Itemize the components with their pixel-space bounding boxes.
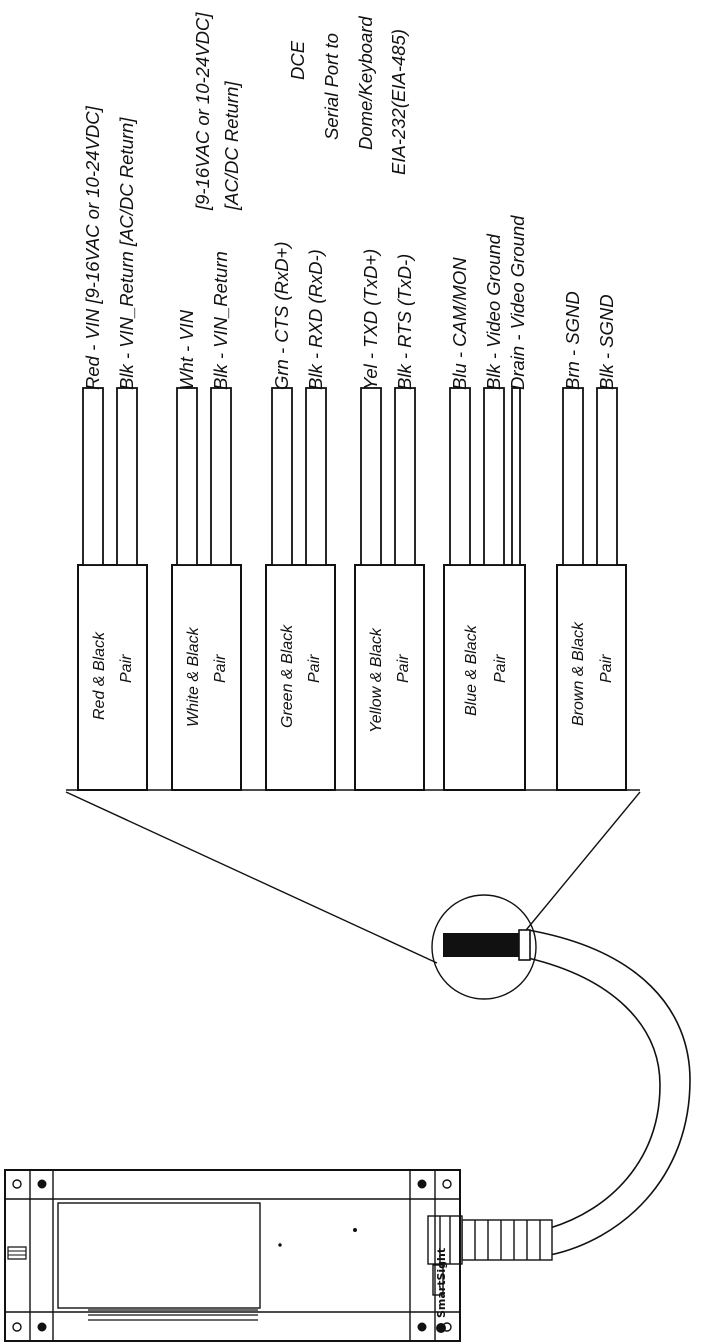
side-notes: [9-16VAC or 10-24VDC] [AC/DC Return] DCE… (192, 12, 409, 211)
pair-boxes (77, 564, 627, 791)
note-dce: DCE (287, 40, 308, 80)
pair-white-label-1: White & Black (185, 626, 202, 727)
pair-box-yellow (354, 564, 425, 791)
wire-red (82, 387, 104, 566)
cable (527, 929, 691, 1256)
wire-label-wht: Wht - VIN (176, 309, 197, 390)
note-power-return: [AC/DC Return] (221, 81, 242, 211)
logo-mark-icon (436, 1323, 446, 1333)
pair-blue-label-1: Blue & Black (463, 624, 480, 716)
device (4, 1169, 461, 1342)
device-panel (57, 1202, 261, 1309)
wire-label-drain: Drain - Video Ground (507, 215, 528, 390)
wire-wht-blk (210, 387, 232, 566)
pair-red-label-1: Red & Black (91, 631, 108, 720)
zoom-callout (65, 789, 641, 1000)
magnifier-circle (431, 894, 537, 1000)
device-logo: SmartSight (435, 1248, 448, 1318)
pair-blue-label-2: Pair (492, 654, 509, 683)
cable-end-sleeve (518, 929, 531, 961)
pair-box-blue (443, 564, 526, 791)
pair-green-label-1: Green & Black (279, 624, 296, 728)
zoom-line-right (521, 791, 641, 936)
pair-box-green (265, 564, 336, 791)
pair-white-label-2: Pair (212, 654, 229, 683)
wire-label-yel: Yel - TXD (TxD+) (360, 249, 381, 390)
wire-label-yel-blk: Blk - RTS (TxD-) (394, 254, 415, 390)
zoom-line-left (65, 791, 438, 964)
wire-label-wht-blk: Blk - VIN_Return (210, 251, 231, 390)
wire-label-brn-blk: Blk - SGND (596, 294, 617, 390)
pair-yellow-label-1: Yellow & Black (368, 627, 385, 733)
wire-brn-blk (596, 387, 618, 566)
wire-wht (176, 387, 198, 566)
pair-labels: Red & Black Pair White & Black Pair Gree… (91, 621, 615, 733)
wire-labels: Red - VIN [9-16VAC or 10-24VDC] Blk - VI… (82, 105, 617, 390)
wire-strips (82, 387, 618, 566)
wire-blu (449, 387, 471, 566)
wire-label-grn-blk: Blk - RXD (RxD-) (305, 249, 326, 390)
connector (427, 1215, 553, 1265)
wire-blu-blk (483, 387, 505, 566)
pair-box-white (171, 564, 242, 791)
wire-drain (511, 387, 521, 566)
wire-grn-blk (305, 387, 327, 566)
pair-brown-label-1: Brown & Black (570, 621, 587, 726)
wire-label-brn: Brn - SGND (562, 291, 583, 390)
device-outline (4, 1169, 461, 1342)
wire-yel-blk (394, 387, 416, 566)
wire-grn (271, 387, 293, 566)
wire-red-blk (116, 387, 138, 566)
wire-label-grn: Grn - CTS (RxD+) (271, 241, 292, 390)
pair-box-brown (556, 564, 627, 791)
note-dome-keyboard: Dome/Keyboard (355, 16, 376, 150)
wire-label-blu-blk: Blk - Video Ground (483, 233, 504, 390)
wire-yel (360, 387, 382, 566)
pair-red-label-2: Pair (118, 654, 135, 683)
note-serial-port: Serial Port to (321, 33, 342, 140)
note-eia: EIA-232(EIA-485) (388, 29, 409, 175)
pair-green-label-2: Pair (306, 654, 323, 683)
note-power-range: [9-16VAC or 10-24VDC] (192, 12, 213, 211)
wire-brn (562, 387, 584, 566)
wire-label-blu: Blu - CAM/MON (449, 257, 470, 390)
wire-label-red: Red - VIN [9-16VAC or 10-24VDC] (82, 105, 103, 390)
pair-box-red (77, 564, 148, 791)
cable-end-black (443, 933, 523, 957)
pair-brown-label-2: Pair (598, 654, 615, 683)
wire-label-red-blk: Blk - VIN_Return [AC/DC Return] (116, 117, 137, 390)
pair-yellow-label-2: Pair (395, 654, 412, 683)
